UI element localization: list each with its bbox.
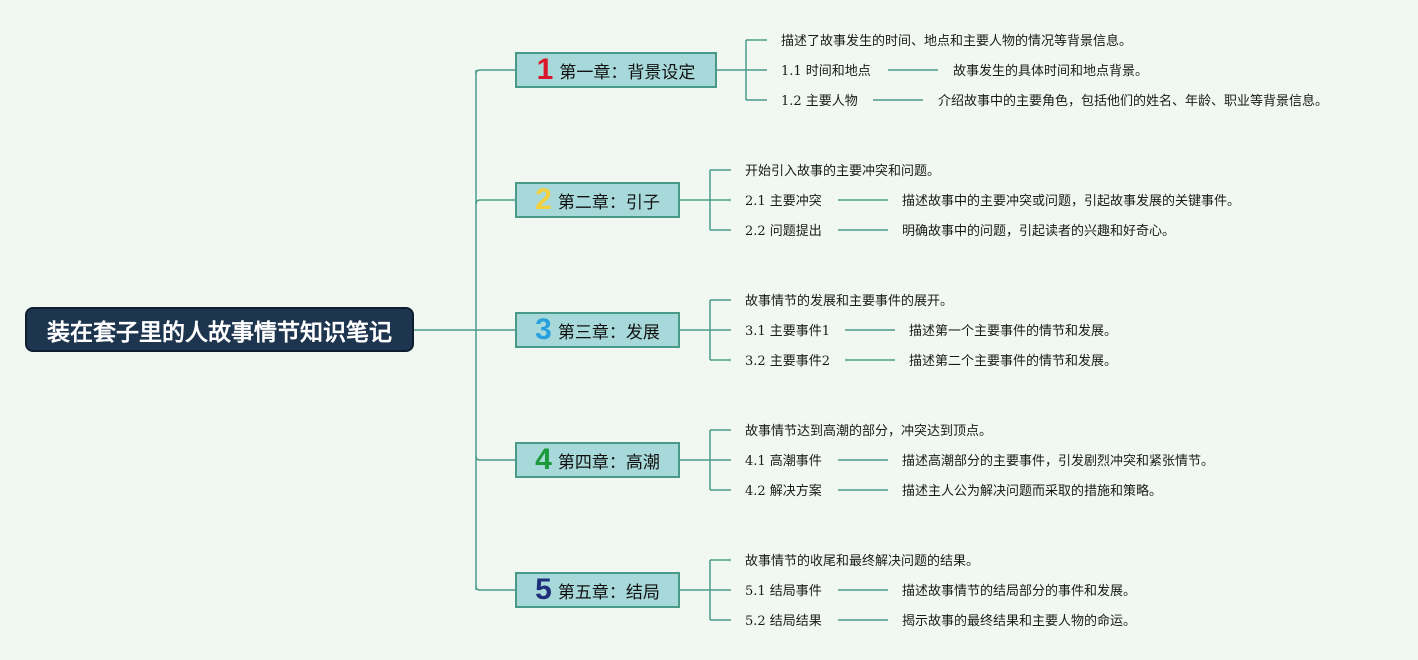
sub-topic-label: 4.1 高潮事件 [745, 454, 822, 469]
sub-topic-description: 介绍故事中的主要角色，包括他们的姓名、年龄、职业等背景信息。 [938, 94, 1329, 109]
chapter-title: 第一章：背景设定 [559, 62, 696, 83]
chapter-title: 第四章：高潮 [557, 452, 660, 473]
chapter-title: 第三章：发展 [557, 322, 660, 343]
chapter-node-3[interactable]: 3 第三章：发展 [515, 312, 680, 348]
sub-topic-description: 描述第二个主要事件的情节和发展。 [909, 354, 1118, 369]
chapter-title: 第五章：结局 [557, 582, 660, 603]
sub-topic-label: 3.2 主要事件2 [745, 354, 831, 369]
root-node[interactable]: 装在套子里的人故事情节知识笔记 [25, 307, 414, 352]
chapter-node-1[interactable]: 1 第一章：背景设定 [515, 52, 717, 88]
chapter-number: 5 [535, 573, 552, 606]
sub-topic-description: 描述主人公为解决问题而采取的措施和策略。 [902, 484, 1163, 499]
chapter-summary: 描述了故事发生的时间、地点和主要人物的情况等背景信息。 [781, 34, 1133, 49]
sub-topic-description: 明确故事中的问题，引起读者的兴趣和好奇心。 [902, 224, 1176, 239]
chapter-number: 3 [535, 313, 552, 346]
sub-topic-description: 揭示故事的最终结果和主要人物的命运。 [902, 614, 1137, 629]
chapter-connector [475, 585, 515, 591]
sub-topic-label: 2.1 主要冲突 [745, 194, 822, 209]
sub-topic-label: 2.2 问题提出 [745, 224, 822, 239]
chapter-number: 1 [536, 53, 554, 86]
chapter-connector [475, 455, 515, 461]
sub-topic-description: 描述第一个主要事件的情节和发展。 [909, 324, 1118, 339]
sub-topic-label: 5.1 结局事件 [745, 584, 822, 599]
root-title: 装在套子里的人故事情节知识笔记 [47, 319, 392, 346]
chapter-connector [475, 199, 515, 205]
chapter-node-2[interactable]: 2 第二章：引子 [515, 182, 680, 218]
sub-topic-label: 1.2 主要人物 [781, 94, 858, 109]
chapter-node-5[interactable]: 5 第五章：结局 [515, 572, 680, 608]
sub-topic-label: 3.1 主要事件1 [745, 324, 831, 339]
sub-topic-label: 1.1 时间和地点 [781, 64, 871, 79]
sub-topic-description: 描述故事情节的结局部分的事件和发展。 [902, 584, 1137, 599]
chapter-number: 4 [535, 443, 552, 476]
chapter-number: 2 [535, 183, 552, 216]
chapter-summary: 故事情节的收尾和最终解决问题的结果。 [745, 554, 980, 569]
chapter-node-4[interactable]: 4 第四章：高潮 [515, 442, 680, 478]
chapter-title: 第二章：引子 [557, 192, 660, 213]
sub-topic-description: 描述高潮部分的主要事件，引发剧烈冲突和紧张情节。 [902, 454, 1215, 469]
sub-topic-label: 4.2 解决方案 [745, 484, 822, 499]
sub-topic-label: 5.2 结局结果 [745, 614, 822, 629]
chapter-summary: 故事情节达到高潮的部分，冲突达到顶点。 [745, 424, 993, 439]
chapter-summary: 故事情节的发展和主要事件的展开。 [745, 294, 954, 309]
chapter-connector [475, 69, 515, 75]
chapter-summary: 开始引入故事的主要冲突和问题。 [745, 164, 941, 179]
sub-topic-description: 描述故事中的主要冲突或问题，引起故事发展的关键事件。 [902, 194, 1241, 209]
sub-topic-description: 故事发生的具体时间和地点背景。 [953, 64, 1149, 79]
